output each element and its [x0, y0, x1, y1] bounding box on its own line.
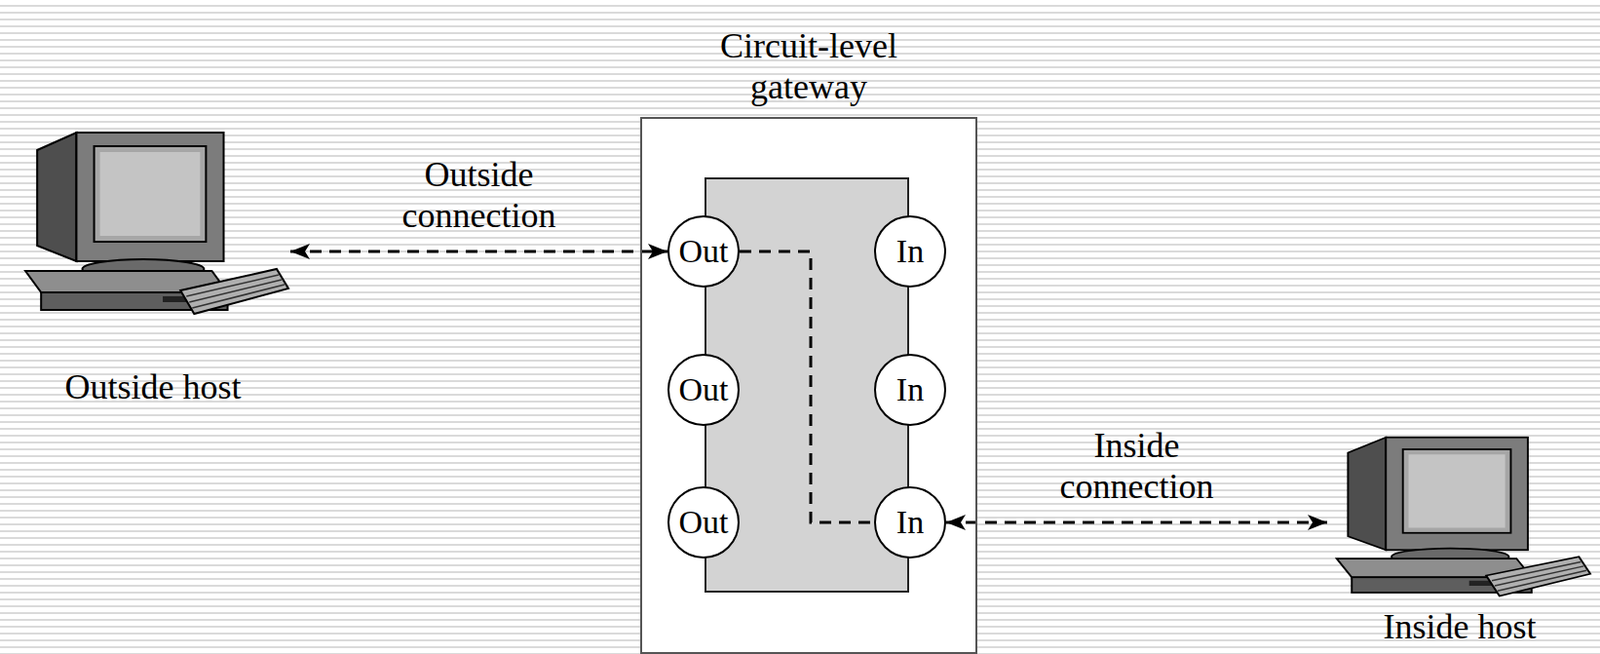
port-circle: In	[874, 215, 947, 288]
port-label: Out	[679, 372, 729, 408]
port-label: Out	[679, 504, 729, 540]
gateway-ground	[640, 116, 978, 654]
dashed-connector	[739, 251, 875, 523]
connection-label: Outside connection	[377, 153, 582, 236]
computer-icon	[1327, 428, 1593, 600]
host-label: Outside host	[15, 366, 291, 408]
host-computer: Outside host	[15, 122, 291, 416]
gateway-title: Circuit-level gateway	[691, 25, 926, 108]
port-circle: In	[874, 486, 947, 559]
gateway-box: Circuit-level gatewayOutOutOutInInIn	[640, 116, 978, 654]
port-label: In	[896, 233, 924, 269]
host-label: Inside host	[1327, 606, 1593, 648]
dashed-connector	[290, 250, 668, 254]
port-circle: Out	[667, 353, 740, 426]
port-circle: Out	[667, 486, 740, 559]
host-computer: Inside host	[1327, 428, 1593, 651]
dashed-connector	[946, 521, 1328, 525]
computer-icon-use	[1336, 437, 1591, 597]
port-label: In	[896, 372, 924, 408]
computer-icon-use	[25, 132, 289, 314]
port-circle: Out	[667, 215, 740, 288]
port-label: Out	[679, 233, 729, 269]
computer-icon	[15, 122, 291, 318]
connection-label: Inside connection	[1034, 424, 1240, 507]
port-label: In	[896, 504, 924, 540]
port-circle: In	[874, 353, 947, 426]
